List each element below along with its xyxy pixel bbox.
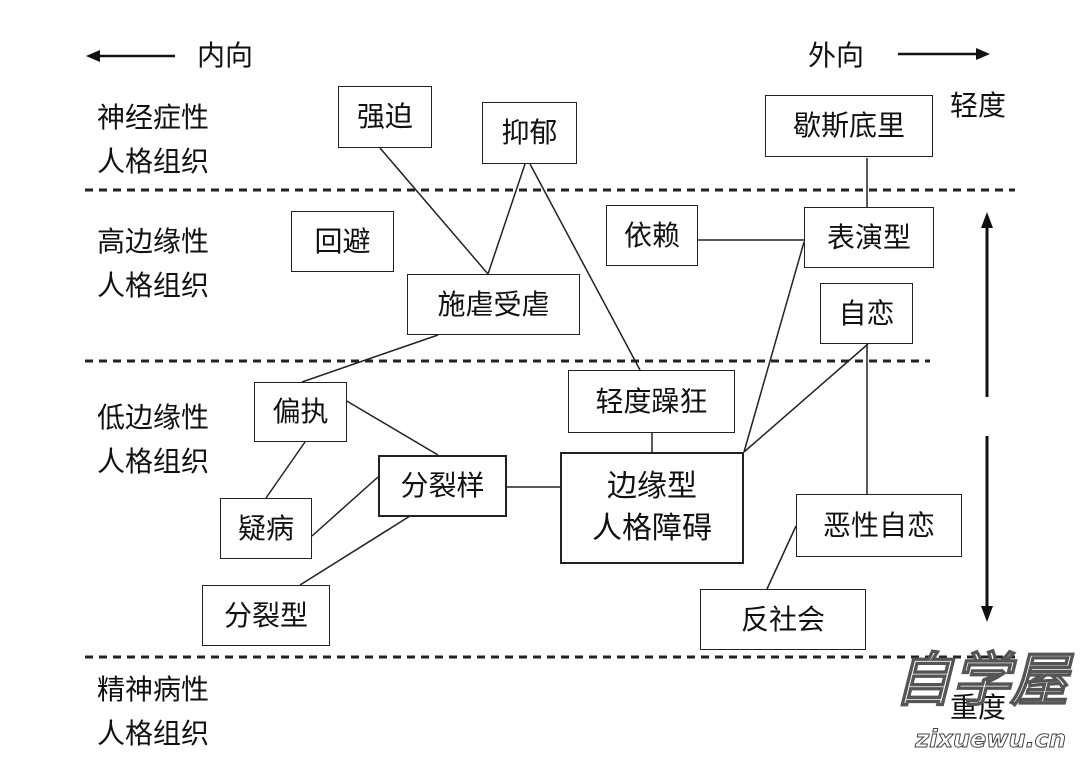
severity-down-arrow	[981, 436, 993, 622]
severity-severe-label: 重度	[950, 691, 1007, 724]
box-avoidant: 回避	[291, 211, 394, 272]
box-schizoid: 分裂样	[378, 455, 507, 517]
level-psychotic-line2: 人格组织	[97, 717, 210, 750]
level-neurotic-line1: 神经症性	[97, 101, 210, 134]
level-high-borderline-line2: 人格组织	[97, 269, 210, 302]
link-malignant-antisocial	[766, 525, 797, 590]
box-hypomanic: 轻度躁狂	[568, 370, 735, 433]
box-malignant-narcissism: 恶性自恋	[796, 494, 962, 557]
box-schizotypal: 分裂型	[202, 585, 330, 646]
inward-label: 内向	[197, 39, 254, 72]
level-high-borderline-line1: 高边缘性	[97, 225, 210, 258]
link-schizoid-hypochondriac	[311, 476, 379, 537]
box-borderline-line1: 边缘型	[607, 469, 697, 504]
link-schizoid-schizotypal	[299, 515, 411, 586]
link-narcissistic-borderline	[743, 343, 869, 453]
box-narcissistic: 自恋	[820, 283, 913, 344]
link-depressive-sadomasochistic	[487, 163, 526, 275]
severity-up-arrow	[981, 212, 993, 397]
link-obsessive-sadomasochistic	[379, 147, 489, 275]
severity-mild-label: 轻度	[950, 89, 1007, 122]
box-hypochondriac: 疑病	[220, 498, 312, 559]
level-psychotic-line1: 精神病性	[97, 673, 210, 706]
link-sadomasochistic-paranoid	[301, 334, 439, 383]
link-paranoid-hypochondriac	[265, 441, 306, 499]
link-paranoid-schizoid	[344, 399, 439, 456]
box-depressive: 抑郁	[482, 102, 577, 164]
watermark-url: zixuewu.cn	[915, 725, 1067, 754]
inward-arrow	[86, 50, 175, 62]
link-histrionic-borderline	[743, 241, 805, 453]
box-dependent: 依赖	[606, 205, 698, 266]
level-low-borderline-line1: 低边缘性	[97, 401, 210, 434]
box-antisocial: 反社会	[700, 589, 866, 650]
box-paranoid: 偏执	[254, 382, 347, 442]
box-obsessive: 强迫	[338, 86, 432, 148]
outward-arrow	[898, 48, 990, 60]
level-neurotic-line2: 人格组织	[97, 145, 210, 178]
link-depressive-hypomanic	[529, 163, 641, 371]
box-borderline-line2: 人格障碍	[592, 511, 712, 546]
box-borderline: 边缘型 人格障碍	[560, 452, 744, 564]
outward-label: 外向	[808, 39, 865, 72]
watermark-logo: 自学屋	[893, 645, 1069, 715]
box-sadomasochistic: 施虐受虐	[407, 274, 580, 335]
box-histrionic: 表演型	[804, 207, 934, 268]
box-hysteric: 歇斯底里	[765, 95, 933, 157]
level-low-borderline-line2: 人格组织	[97, 445, 210, 478]
